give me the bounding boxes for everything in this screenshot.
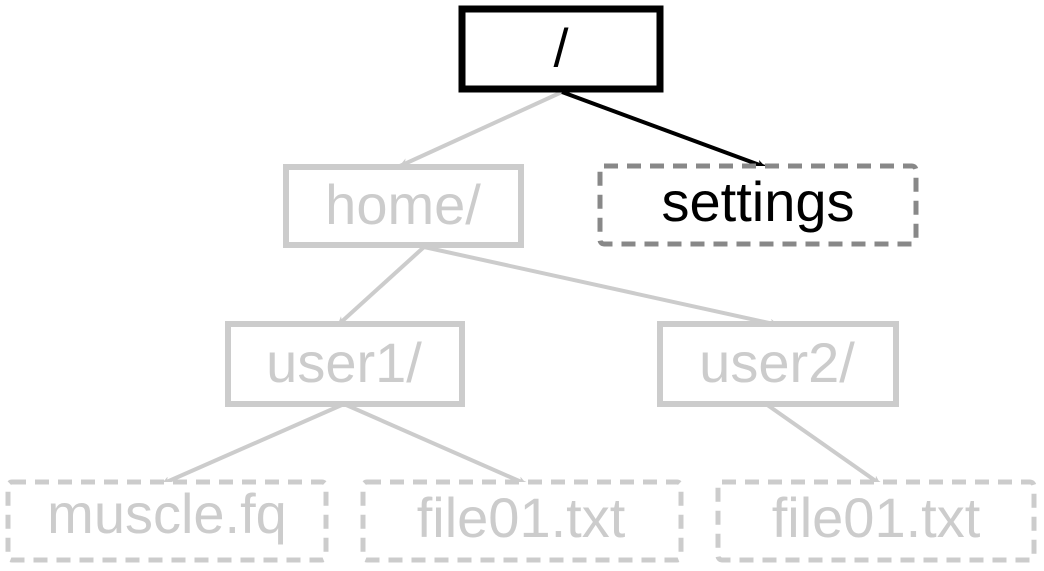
- node-file01-user1-label: file01.txt: [417, 486, 626, 549]
- tree-nodes: / settings home/ user1/ user2/ muscle.fq…: [5, 5, 1037, 563]
- edge-home-to-user1: [336, 245, 426, 327]
- edge-home-to-user2: [423, 245, 779, 328]
- node-user1[interactable]: user1/: [225, 321, 465, 407]
- node-file01-user1-box: [360, 479, 684, 563]
- node-home-label: home/: [325, 173, 481, 236]
- node-file01-user2-box: [715, 479, 1037, 563]
- node-file01-user2[interactable]: file01.txt: [715, 479, 1037, 563]
- node-file01-user1[interactable]: file01.txt: [360, 479, 684, 563]
- node-settings[interactable]: settings: [597, 163, 919, 247]
- node-settings-label: settings: [662, 170, 855, 233]
- node-user2-label: user2/: [699, 331, 855, 394]
- node-settings-box: [597, 163, 919, 247]
- node-user2[interactable]: user2/: [657, 321, 899, 407]
- node-muscle-fq[interactable]: muscle.fq: [5, 479, 329, 563]
- edge-user1-to-muscle-fq: [161, 402, 345, 486]
- node-root-box: [458, 5, 664, 93]
- node-home-box: [283, 164, 524, 248]
- node-user1-label: user1/: [266, 331, 422, 394]
- node-root-label: /: [553, 18, 568, 78]
- node-root[interactable]: /: [458, 5, 664, 93]
- node-muscle-fq-label: muscle.fq: [47, 482, 287, 545]
- node-home[interactable]: home/: [283, 164, 524, 248]
- node-file01-user2-label: file01.txt: [772, 486, 981, 549]
- node-user1-box: [225, 321, 465, 407]
- edge-root-to-settings: [561, 90, 766, 169]
- node-user2-box: [657, 321, 899, 407]
- edge-user1-to-file01: [343, 402, 527, 486]
- edge-root-to-home: [399, 90, 563, 168]
- node-muscle-fq-box: [5, 479, 329, 563]
- edge-user2-to-file01: [764, 402, 882, 486]
- tree-edges: [161, 90, 882, 486]
